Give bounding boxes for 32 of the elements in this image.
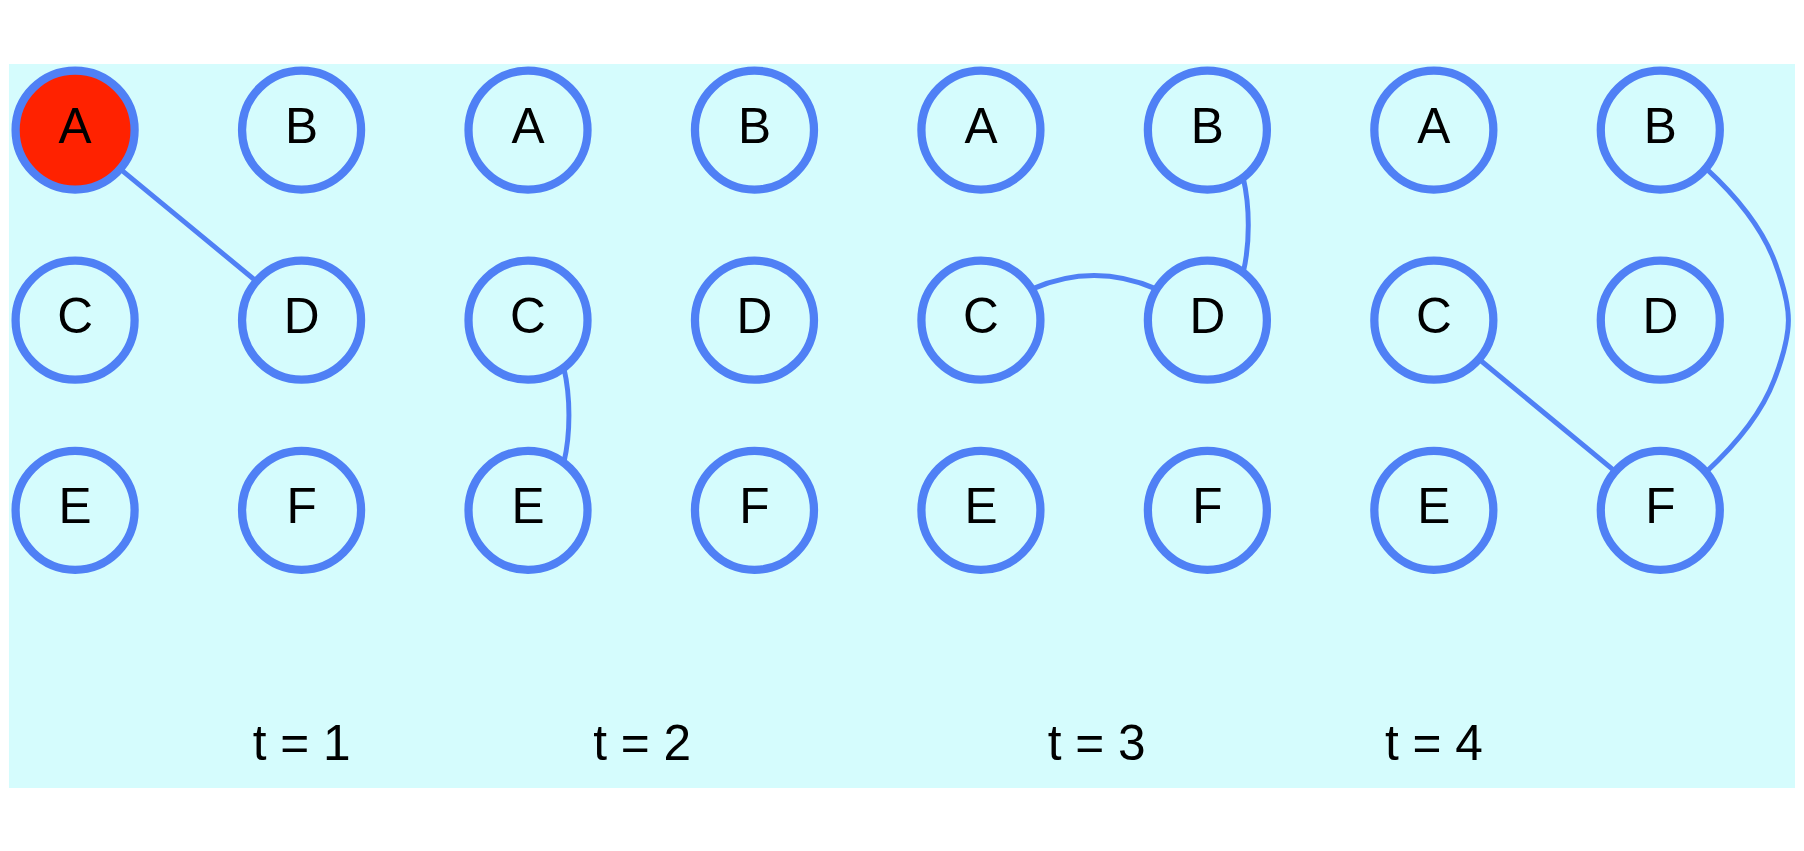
node-circle: B: [690, 66, 819, 194]
node-circle: D: [1143, 256, 1272, 384]
label: t = 4: [1384, 714, 1483, 771]
node-circle: A: [1370, 66, 1498, 194]
connector: [561, 367, 572, 463]
node-circle: F: [690, 446, 819, 574]
node-circle: B: [1143, 66, 1272, 194]
node-circle: C: [464, 256, 592, 384]
node-circle: B: [237, 66, 366, 194]
node-circle: C: [11, 256, 139, 384]
node-circle: E: [11, 446, 139, 574]
node-circle: D: [237, 256, 366, 384]
node-circle: C: [917, 256, 1045, 384]
label: t = 3: [1047, 714, 1146, 771]
node-circle: D: [690, 256, 819, 384]
node-circle: F: [237, 446, 366, 574]
label: t = 1: [252, 714, 351, 771]
node-circle: A: [11, 66, 139, 194]
node-circle: C: [1370, 256, 1498, 384]
node-circle: F: [1596, 446, 1724, 574]
connector: [118, 166, 258, 283]
node-circle: B: [1596, 66, 1724, 194]
connector: [1477, 356, 1617, 473]
node-circle: E: [1370, 446, 1498, 574]
node-circle: A: [464, 66, 592, 194]
node-circle: E: [464, 446, 592, 574]
node-circle: E: [917, 446, 1045, 574]
label: t = 2: [593, 714, 691, 771]
node-circle: D: [1596, 256, 1724, 384]
node-circle: A: [917, 66, 1045, 194]
connector: [1704, 166, 1791, 474]
node-circle: F: [1143, 446, 1272, 574]
